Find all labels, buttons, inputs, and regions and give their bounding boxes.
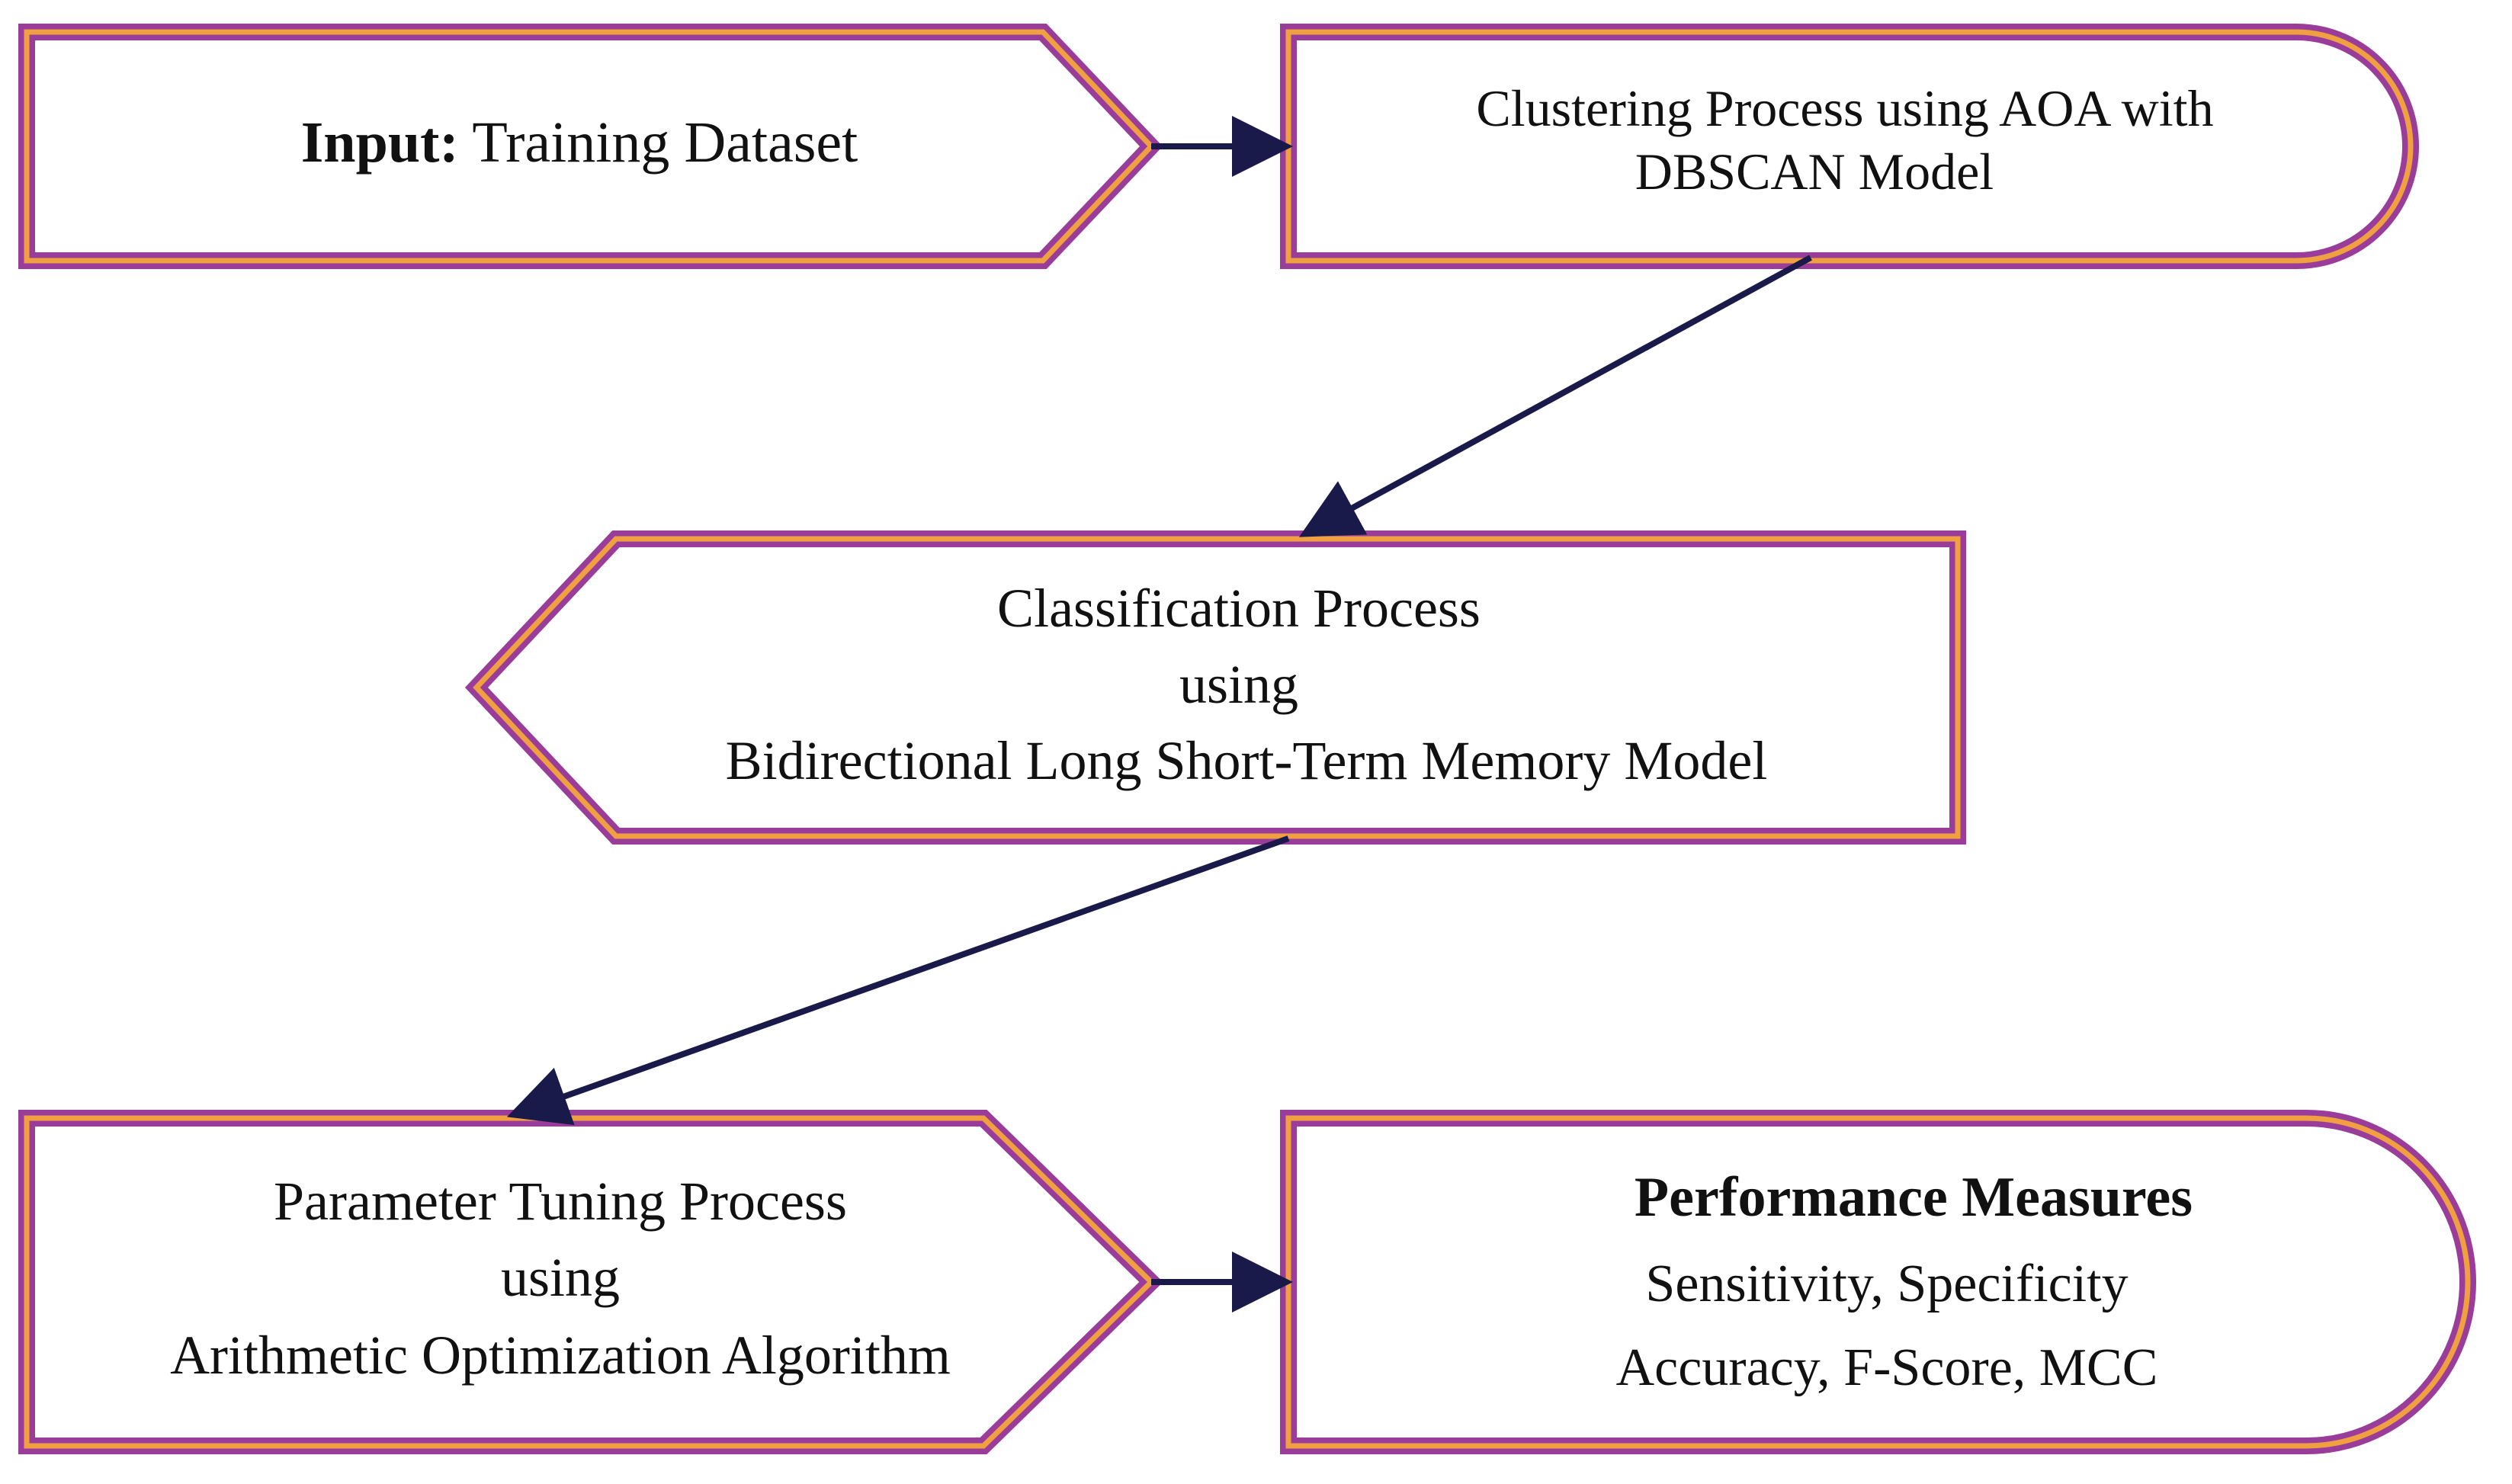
clustering-line1: Clustering Process using AOA with: [1476, 79, 2213, 137]
tuning-line1: Parameter Tuning Process: [274, 1171, 847, 1232]
clustering-node: Clustering Process using AOA with DBSCAN…: [1280, 24, 2420, 269]
classification-line2: using: [1179, 654, 1298, 715]
classification-line3: Bidirectional Long Short-Term Memory Mod…: [726, 730, 1768, 791]
performance-title: Performance Measures: [1635, 1166, 2193, 1229]
tuning-line2: using: [501, 1247, 620, 1308]
input-label-bold: Input:: [301, 111, 459, 175]
classification-node: Classification Process using Bidirection…: [464, 530, 1966, 845]
arrow-classification-to-tuning: [506, 835, 1290, 1126]
performance-line1: Sensitivity, Specificity: [1645, 1255, 2128, 1313]
tuning-line3: Arithmetic Optimization Algorithm: [170, 1325, 951, 1386]
input-node-label: Input: Training Dataset: [301, 111, 858, 175]
arrow-clustering-to-classification: [1298, 255, 1812, 537]
tuning-node: Parameter Tuning Process using Arithmeti…: [18, 1110, 1163, 1454]
performance-node: Performance Measures Sensitivity, Specif…: [1280, 1110, 2477, 1454]
classification-line1: Classification Process: [997, 578, 1481, 639]
clustering-line2: DBSCAN Model: [1635, 143, 1994, 200]
input-label-rest: Training Dataset: [459, 111, 858, 175]
performance-line2: Accuracy, F-Score, MCC: [1616, 1338, 2158, 1397]
input-node: Input: Training Dataset: [18, 24, 1163, 269]
